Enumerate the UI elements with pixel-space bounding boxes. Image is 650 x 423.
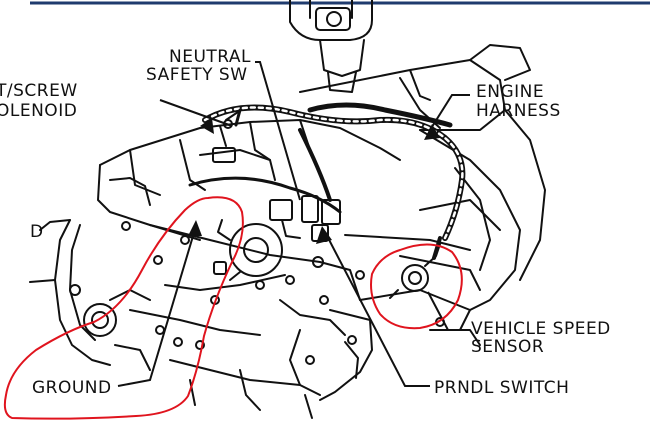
prndl-switch-label: PRNDL SWITCH	[434, 378, 569, 398]
ground-annotation-loop	[3, 196, 244, 420]
wiring-harness	[188, 102, 466, 260]
engine-harness-label-line1: ENGINE	[476, 82, 544, 102]
ground-label: GROUND	[32, 378, 112, 398]
vehicle-speed-label-line2: SENSOR	[471, 337, 544, 357]
vss-annotation-loop	[370, 243, 463, 330]
engine-drawing	[29, 0, 546, 419]
edge-letter-label: D	[30, 222, 44, 242]
red-annotations	[3, 196, 463, 420]
neutral-safety-label-line2: SAFETY SW	[146, 65, 248, 85]
leader-lines	[117, 61, 470, 387]
solenoid-label-line2: OLENOID	[0, 101, 77, 121]
engine-harness-label-line2: HARNESS	[476, 101, 561, 121]
arrow-heads	[188, 118, 440, 244]
vehicle-speed-label-line1: VEHICLE SPEED	[471, 319, 611, 339]
neutral-safety-label-line1: NEUTRAL	[169, 47, 251, 67]
solenoid-label-line1: T/SCREW	[0, 81, 78, 101]
